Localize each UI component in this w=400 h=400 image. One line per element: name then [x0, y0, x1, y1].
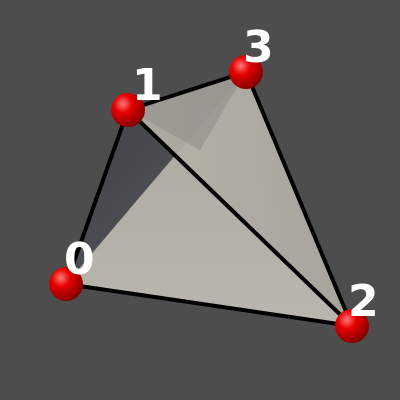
vertex-3[interactable]	[229, 55, 263, 89]
edge-0-1	[64, 108, 130, 286]
vertex-label-0: 0	[64, 234, 95, 285]
vertex-label-2: 2	[348, 276, 379, 327]
vertex-0[interactable]	[49, 267, 83, 301]
face-0-3-2	[66, 72, 352, 326]
vertex-label-3: 3	[243, 22, 274, 73]
vertex-1[interactable]	[111, 93, 145, 127]
face-shadow	[128, 72, 246, 150]
edge-1-3	[126, 70, 248, 112]
vertex-label-1: 1	[132, 60, 163, 111]
edge-0-2	[64, 282, 354, 328]
edge-1-2	[126, 108, 354, 328]
vertex-2[interactable]	[335, 309, 369, 343]
edge-3-2	[244, 70, 354, 328]
